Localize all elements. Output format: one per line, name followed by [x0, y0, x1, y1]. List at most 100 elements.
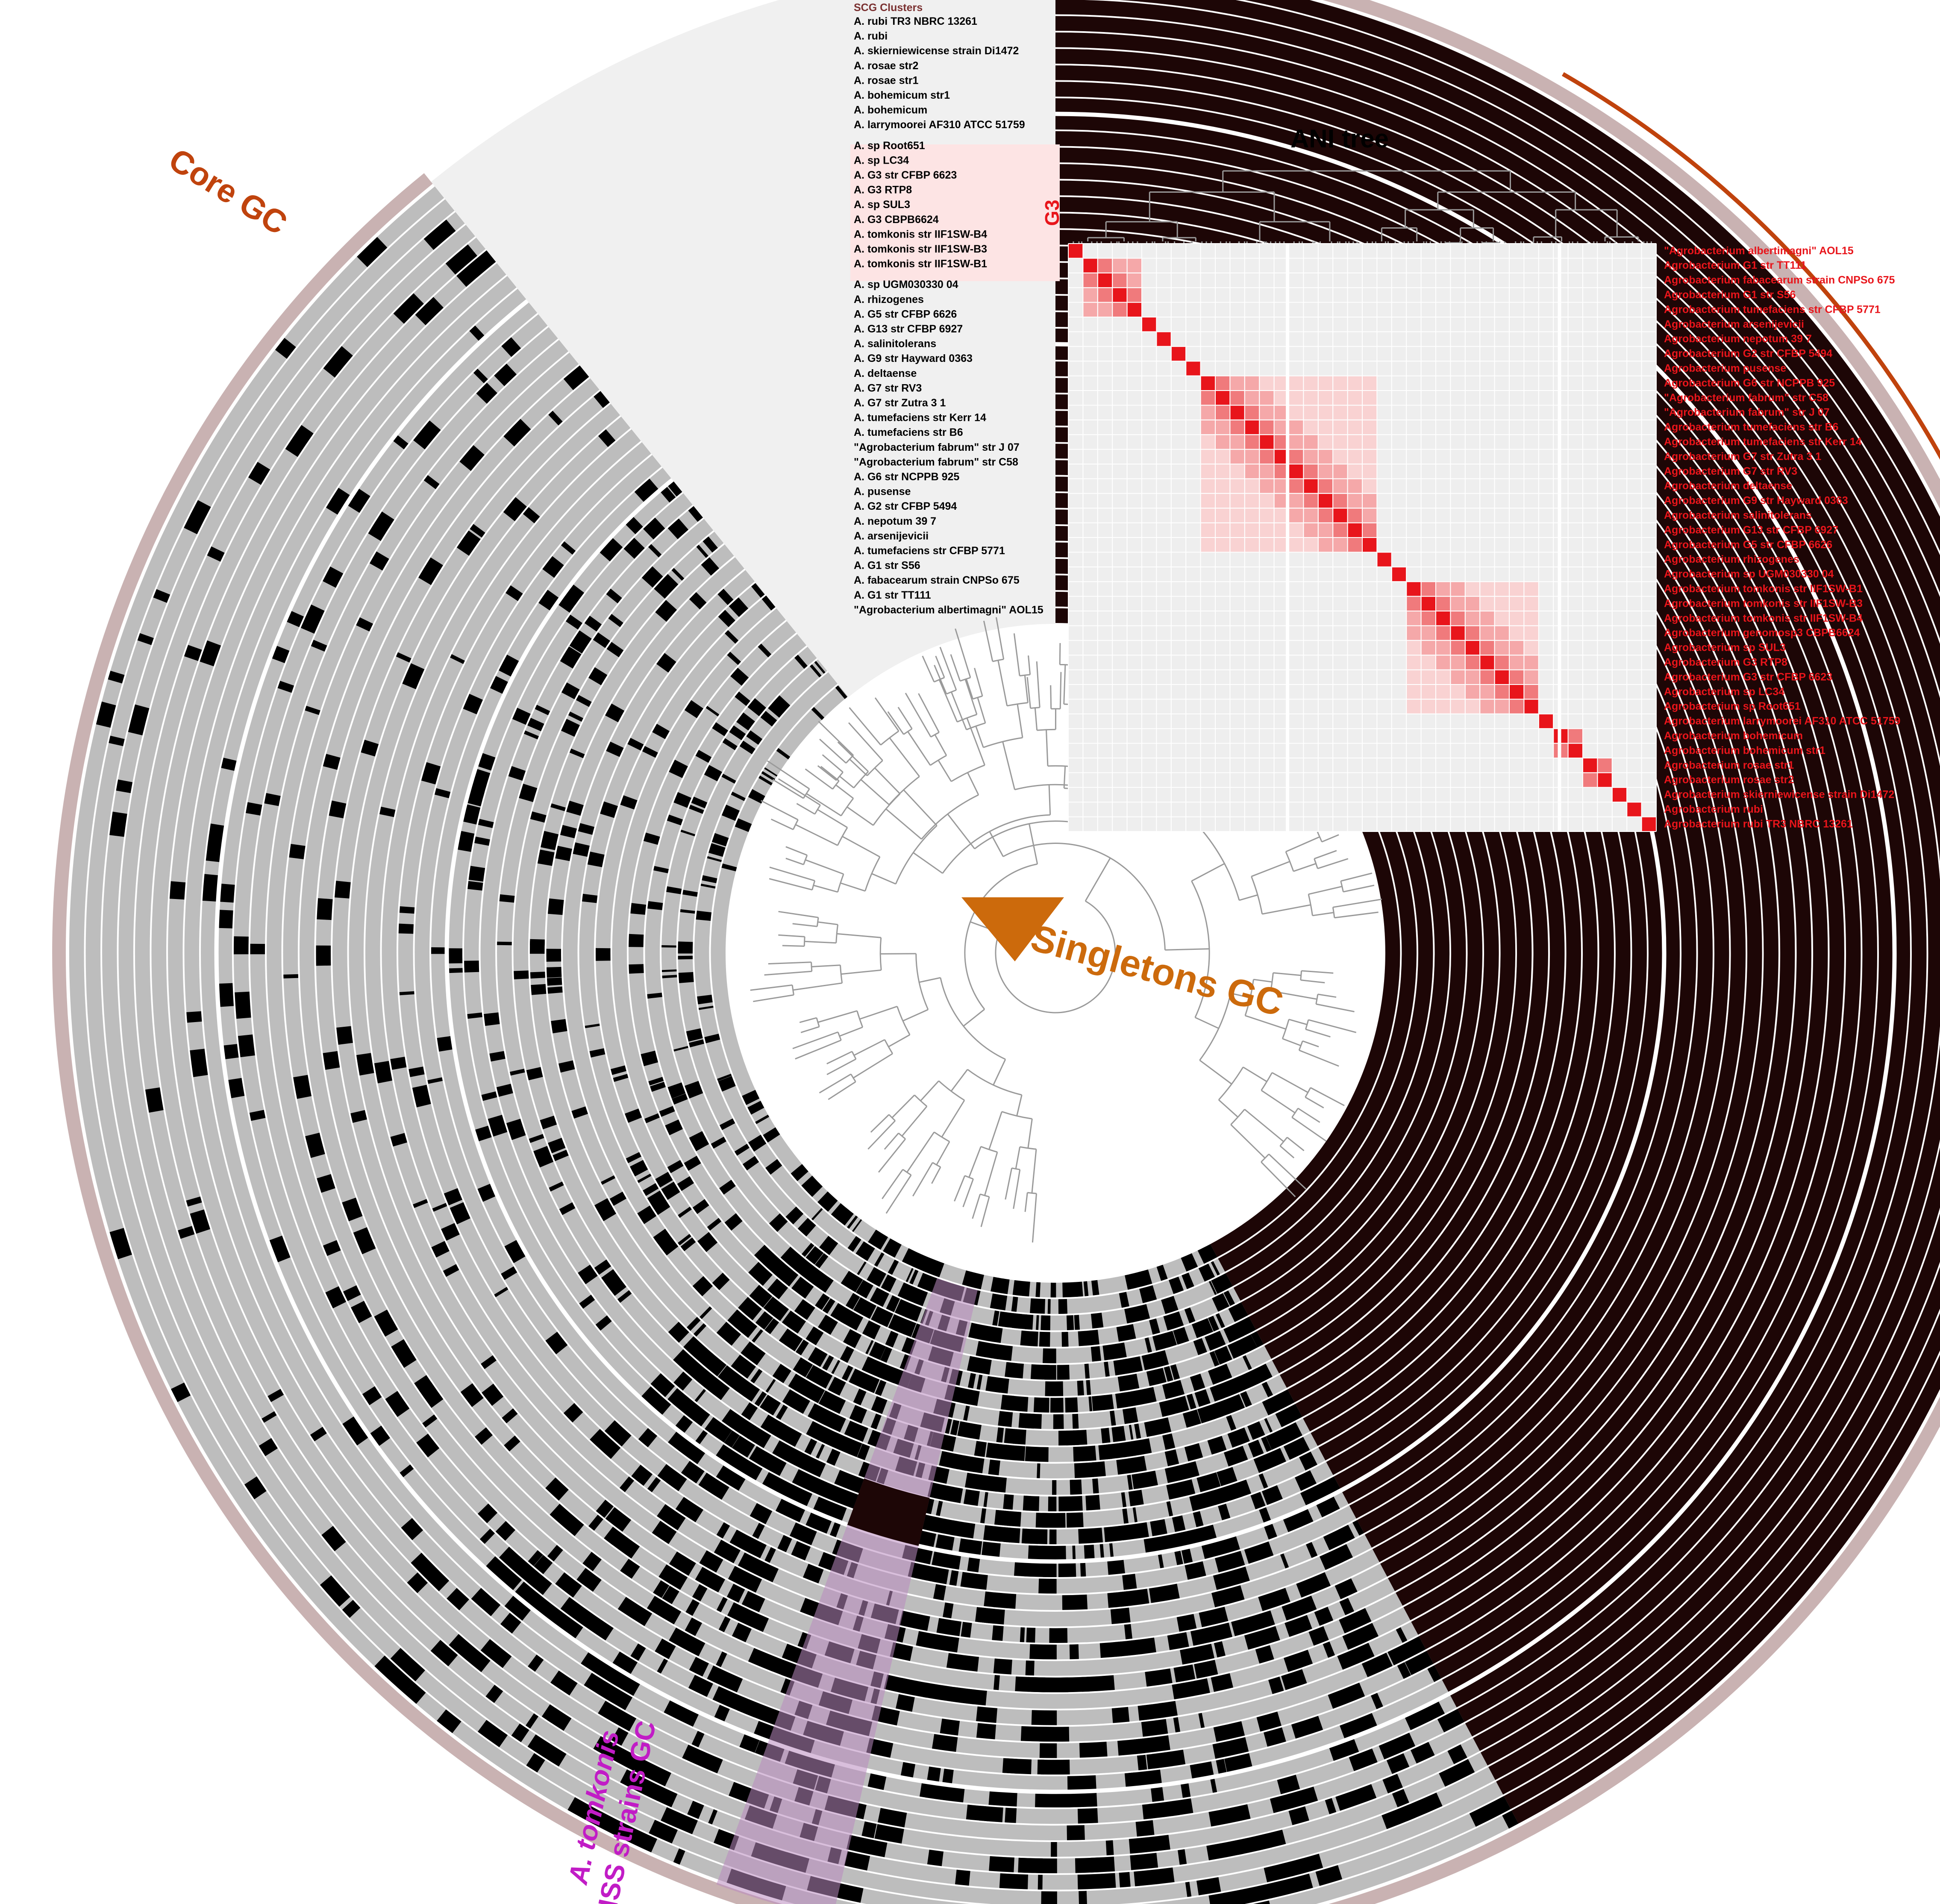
- presence-mark: [1122, 1574, 1137, 1590]
- presence-mark: [853, 1407, 867, 1424]
- presence-mark: [776, 1498, 788, 1514]
- presence-mark: [697, 1232, 718, 1252]
- presence-mark: [776, 748, 791, 760]
- presence-mark: [1075, 1857, 1101, 1873]
- presence-mark: [1125, 1356, 1143, 1374]
- presence-mark: [1208, 1281, 1217, 1295]
- presence-mark: [1020, 1858, 1043, 1873]
- dendrogram-branch: [819, 1073, 852, 1093]
- presence-mark: [1284, 1654, 1302, 1672]
- presence-mark: [620, 795, 638, 810]
- presence-mark: [404, 1682, 426, 1704]
- presence-mark: [476, 382, 497, 404]
- presence-mark: [1207, 1438, 1219, 1455]
- presence-mark: [221, 758, 238, 771]
- presence-mark: [1212, 1737, 1249, 1759]
- presence-mark: [811, 1208, 823, 1220]
- presence-mark: [826, 1449, 841, 1466]
- dendrogram-arc: [837, 874, 844, 893]
- ani-cell: [1318, 391, 1333, 405]
- presence-mark: [1147, 1369, 1160, 1386]
- ani-cell: [1333, 479, 1347, 493]
- ani-cell: [1304, 376, 1318, 390]
- presence-mark: [868, 1229, 888, 1250]
- dendrogram-branch: [778, 911, 819, 918]
- ani-cell: [1098, 303, 1112, 317]
- presence-mark: [1138, 1704, 1154, 1721]
- presence-mark: [1261, 1381, 1273, 1398]
- presence-mark: [560, 1597, 593, 1626]
- dendrogram-branch: [1244, 1109, 1284, 1142]
- ani-cell: [1069, 244, 1083, 258]
- dendrogram-branch: [984, 1152, 998, 1196]
- presence-mark: [508, 766, 526, 781]
- presence-mark: [582, 1551, 602, 1572]
- dendrogram-branch: [753, 994, 794, 1002]
- presence-mark: [353, 1227, 376, 1255]
- dendrogram-branch: [962, 1178, 974, 1208]
- ani-cell: [1524, 641, 1538, 655]
- presence-mark: [1180, 1782, 1191, 1798]
- presence-mark: [350, 1110, 367, 1123]
- presence-mark: [667, 1082, 686, 1099]
- dendrogram-branch: [1230, 993, 1251, 999]
- presence-mark: [643, 517, 665, 540]
- dendrogram-branch: [907, 731, 931, 766]
- dendrogram-arc: [1199, 993, 1232, 1061]
- ani-cell: [1363, 464, 1377, 479]
- presence-mark: [1078, 1330, 1093, 1346]
- presence-mark: [846, 1293, 860, 1310]
- genome-label: A. G7 str RV3: [854, 382, 922, 394]
- genome-label: A. tomkonis str IIF1SW-B1: [854, 258, 987, 270]
- presence-mark: [1437, 1709, 1464, 1733]
- presence-mark: [1264, 1861, 1294, 1883]
- ani-cell: [1627, 802, 1641, 817]
- dendrogram-arc: [897, 1006, 911, 1035]
- presence-mark: [1224, 1446, 1248, 1467]
- dendrogram-branch: [819, 738, 847, 764]
- presence-mark: [1280, 1553, 1289, 1569]
- dendrogram-branch: [983, 620, 994, 662]
- presence-mark: [1302, 1489, 1315, 1506]
- presence-mark: [804, 1438, 817, 1455]
- dendrogram-branch: [1046, 729, 1049, 766]
- presence-mark: [1030, 1364, 1043, 1380]
- presence-mark: [1295, 1470, 1317, 1491]
- presence-mark: [758, 776, 773, 786]
- presence-mark: [960, 1572, 988, 1590]
- presence-mark: [659, 574, 679, 593]
- presence-mark: [1123, 1375, 1133, 1391]
- presence-mark: [464, 961, 479, 973]
- presence-mark: [550, 1670, 578, 1695]
- presence-mark: [250, 943, 265, 955]
- ani-cell: [1318, 450, 1333, 464]
- presence-mark: [605, 1528, 622, 1545]
- presence-mark: [641, 566, 663, 588]
- presence-mark: [678, 941, 693, 954]
- presence-mark: [1091, 1280, 1099, 1296]
- dendrogram-branch: [1305, 1096, 1324, 1108]
- presence-mark: [862, 1320, 881, 1340]
- presence-mark: [772, 1363, 791, 1384]
- dendrogram-branch: [799, 1017, 817, 1023]
- presence-mark: [1158, 1702, 1166, 1718]
- presence-mark: [1124, 1624, 1132, 1640]
- presence-mark: [1397, 1662, 1411, 1679]
- presence-mark: [1159, 1399, 1175, 1417]
- presence-mark: [293, 1075, 312, 1099]
- presence-mark: [412, 1084, 431, 1108]
- presence-mark: [782, 1310, 800, 1330]
- ani-cell: [1127, 259, 1141, 273]
- presence-mark: [1012, 1280, 1025, 1296]
- ani-cell: [1363, 538, 1377, 552]
- presence-mark: [828, 1377, 846, 1396]
- presence-mark: [1427, 1665, 1441, 1682]
- presence-mark: [596, 948, 611, 961]
- presence-mark: [601, 1269, 621, 1289]
- presence-mark: [792, 1469, 811, 1489]
- dendrogram-arc: [967, 1069, 1022, 1096]
- dendrogram-arc: [880, 730, 899, 746]
- ani-label: Agrobacterium rubi: [1664, 803, 1763, 815]
- dendrogram-branch: [988, 1111, 1002, 1150]
- presence-mark: [611, 1727, 629, 1746]
